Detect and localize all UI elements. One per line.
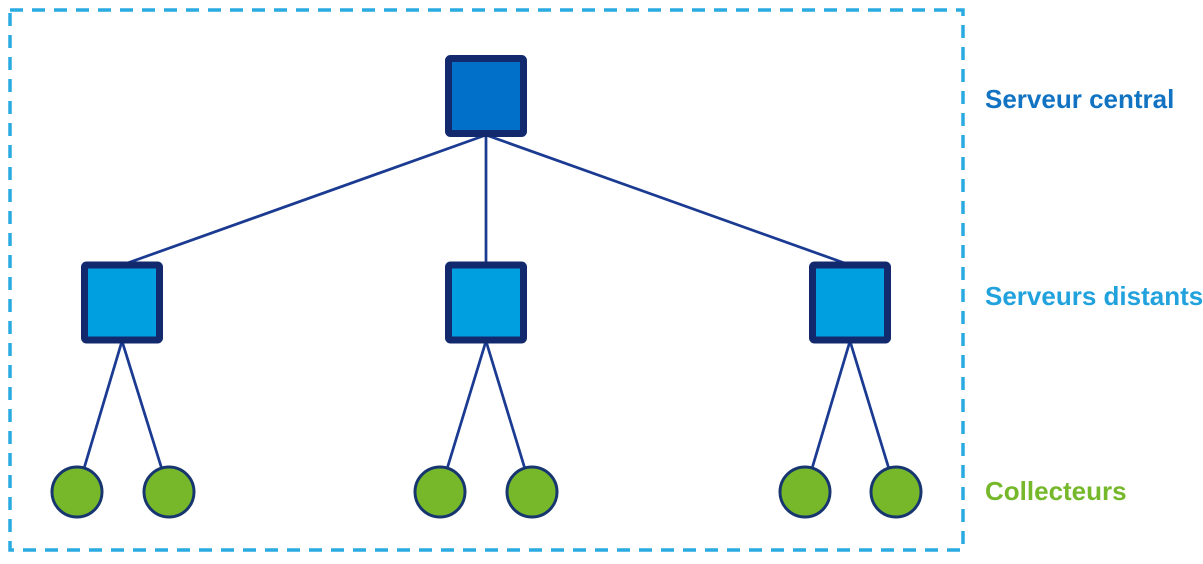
collector-node-2	[142, 465, 196, 519]
collector-node-6	[869, 465, 923, 519]
dashed-frame	[8, 8, 965, 552]
remote-server-node-1	[81, 261, 163, 344]
label-serveurs-distants: Serveurs distants	[985, 281, 1203, 311]
collector-node-4	[505, 465, 559, 519]
edge-central-to-remote-3	[485, 133, 851, 267]
label-collecteurs: Collecteurs	[985, 476, 1127, 506]
remote-server-node-3	[809, 261, 891, 344]
central-server-node	[445, 55, 527, 137]
label-serveur-central: Serveur central	[985, 84, 1175, 114]
remote-server-node-2	[445, 261, 527, 344]
edge-central-to-remote-1	[121, 133, 487, 267]
collector-node-1	[50, 465, 104, 519]
collector-node-3	[413, 465, 467, 519]
collector-node-5	[778, 465, 832, 519]
